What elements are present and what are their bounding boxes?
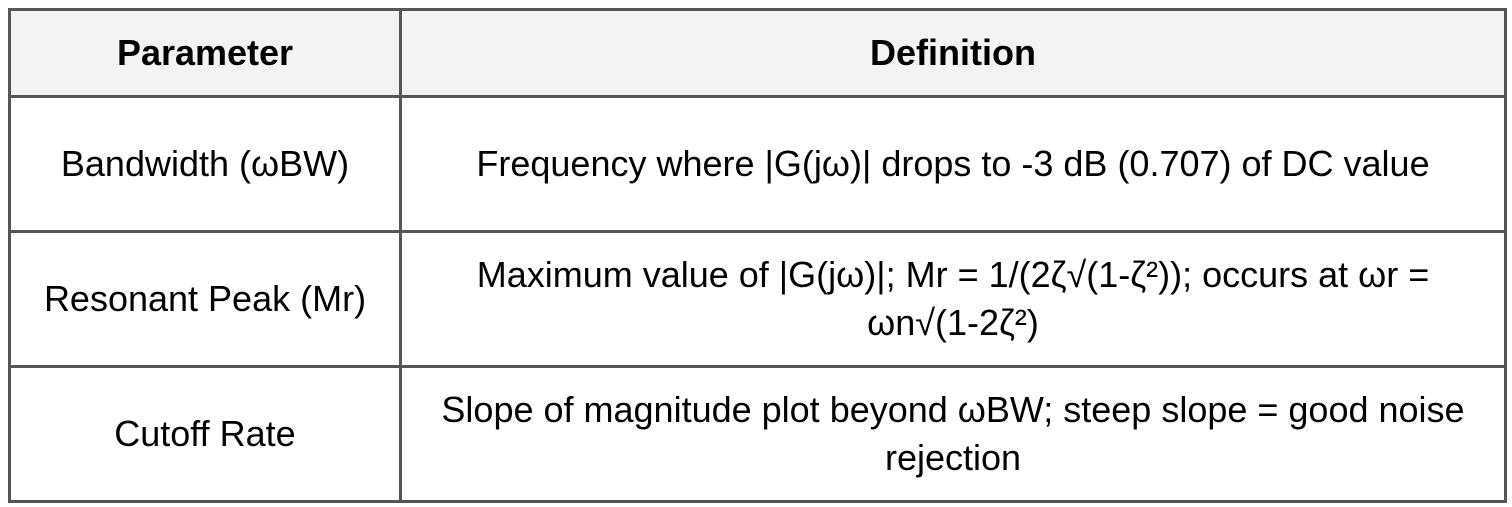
- table-row: Resonant Peak (Mr) Maximum value of |G(j…: [8, 230, 1507, 368]
- definition-cell: Slope of magnitude plot beyond ωBW; stee…: [399, 365, 1507, 503]
- table-row: Bandwidth (ωBW) Frequency where |G(jω)| …: [8, 95, 1507, 233]
- header-row: Parameter Definition: [8, 8, 1507, 98]
- parameter-cell: Cutoff Rate: [8, 365, 402, 503]
- definition-cell: Maximum value of |G(jω)|; Mr = 1/(2ζ√(1-…: [399, 230, 1507, 368]
- parameter-cell: Bandwidth (ωBW): [8, 95, 402, 233]
- frequency-response-parameters-table: Parameter Definition Bandwidth (ωBW) Fre…: [8, 8, 1507, 503]
- table-body: Bandwidth (ωBW) Frequency where |G(jω)| …: [8, 95, 1507, 503]
- table-header: Parameter Definition: [8, 8, 1507, 98]
- definition-cell: Frequency where |G(jω)| drops to -3 dB (…: [399, 95, 1507, 233]
- table-row: Cutoff Rate Slope of magnitude plot beyo…: [8, 365, 1507, 503]
- parameter-cell: Resonant Peak (Mr): [8, 230, 402, 368]
- header-parameter: Parameter: [8, 8, 402, 98]
- header-definition: Definition: [399, 8, 1507, 98]
